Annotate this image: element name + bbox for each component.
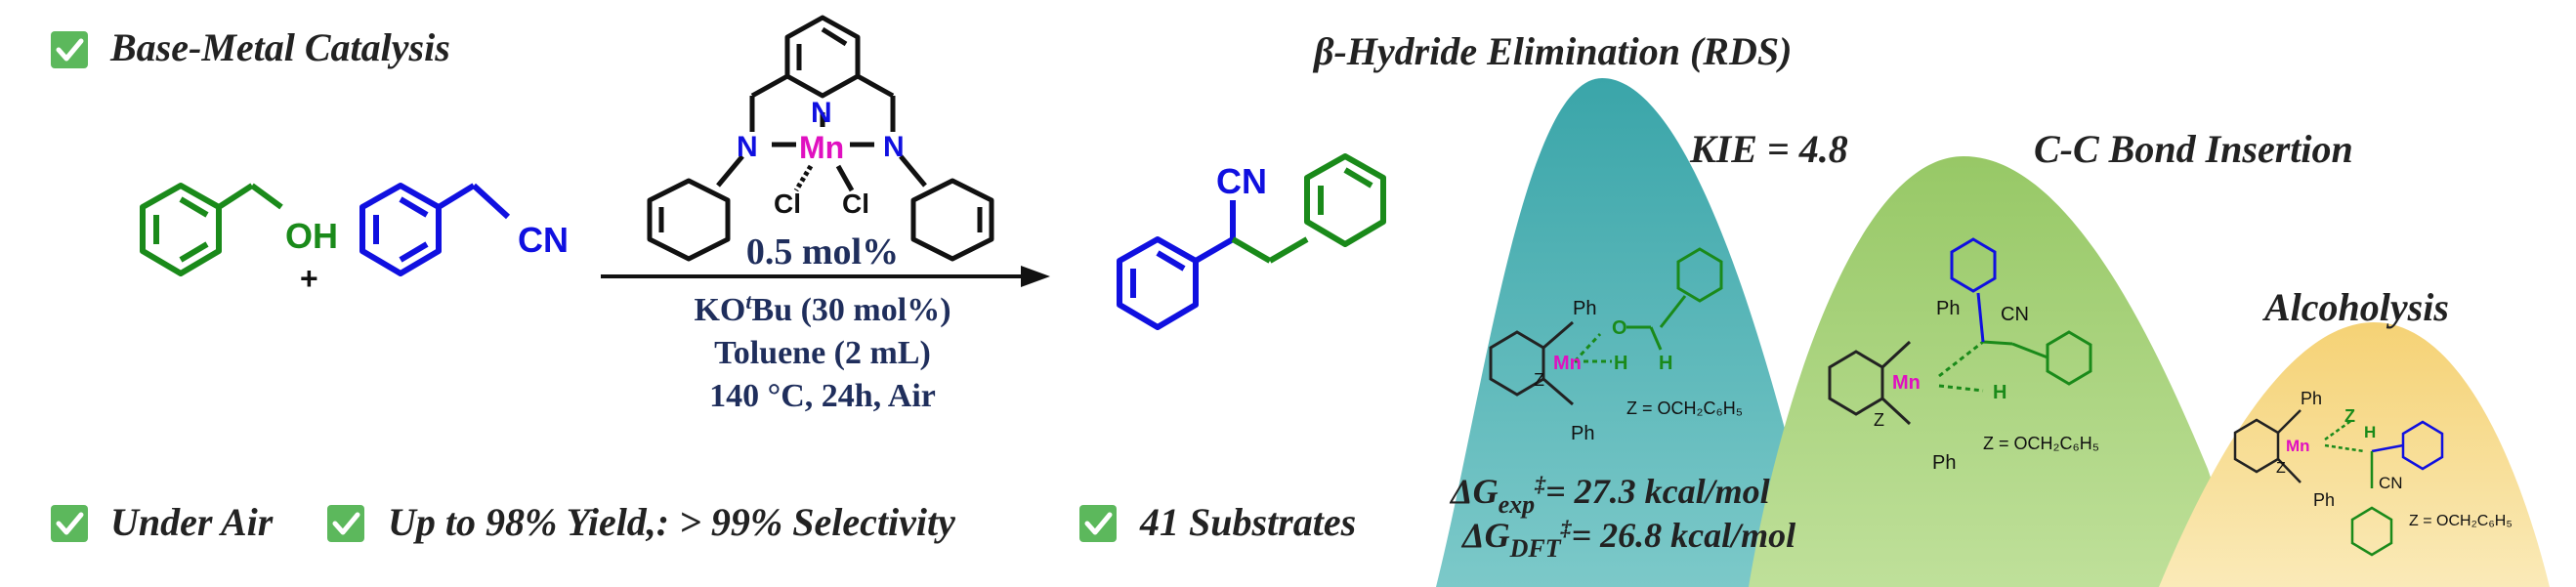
ts1-o: O	[1612, 317, 1627, 339]
check-icon	[51, 31, 88, 68]
catalyst-n-right: N	[883, 131, 905, 163]
barrier-beta-hydride	[1436, 78, 1856, 587]
step2-title: C-C Bond Insertion	[2034, 127, 2353, 171]
dg-dft: ΔGDFT‡= 26.8 kcal/mol	[1460, 516, 1795, 563]
ts3-h: H	[2364, 423, 2376, 441]
mn-catalyst: N N N Mn Cl Cl	[647, 15, 994, 262]
benzyl-alcohol: OH	[140, 183, 338, 276]
barrier-alcoholysis	[2159, 322, 2550, 587]
ts2-cn: CN	[2001, 304, 2029, 325]
product-cn-label: CN	[1216, 161, 1267, 201]
ts1-h1: H	[1614, 353, 1627, 374]
feature-under-air: Under Air	[51, 500, 274, 544]
catalyst-metal: Mn	[799, 130, 844, 165]
kie-value: KIE = 4.8	[1689, 127, 1848, 171]
energy-profile	[1436, 78, 2550, 587]
ts-alcoholysis: Ph Ph Mn Z H CN Z Z = OCH₂C₆H₅	[2233, 389, 2513, 557]
plus-sign: +	[300, 261, 318, 296]
check-icon	[327, 505, 364, 542]
barrier-cc-insertion	[1749, 156, 2266, 587]
ts1-z: Z	[1534, 370, 1544, 390]
ts2-mn: Mn	[1892, 372, 1921, 394]
ts2-h: H	[1993, 382, 2006, 403]
ts3-ph-top: Ph	[2301, 389, 2322, 408]
ts2-ph-top: Ph	[1936, 298, 1960, 319]
check-icon	[51, 505, 88, 542]
ts2-z-def: Z = OCH₂C₆H₅	[1983, 434, 2099, 453]
hydroxyl-label: OH	[285, 216, 338, 256]
catalyst-n-pyridine: N	[811, 97, 832, 129]
ts3-mn: Mn	[2286, 437, 2310, 455]
feature-label: 41 Substrates	[1139, 500, 1356, 544]
ts1-ph-bottom: Ph	[1571, 423, 1594, 444]
product: CN	[1117, 153, 1386, 330]
ts1-z-def: Z = OCH₂C₆H₅	[1626, 398, 1743, 418]
feature-label: Under Air	[110, 500, 274, 544]
ts3-z: Z	[2276, 460, 2286, 477]
catalyst-n-left: N	[737, 131, 758, 163]
feature-label: Base-Metal Catalysis	[109, 25, 450, 69]
ts-cc-insertion: Ph Ph Mn H CN Z Z = OCH₂C₆H₅	[1828, 237, 2099, 474]
check-icon	[1079, 505, 1117, 542]
benzyl-cyanide: CN	[359, 183, 569, 276]
ts1-ph-top: Ph	[1573, 298, 1596, 319]
catalyst-cl-2: Cl	[842, 189, 869, 219]
ts1-h2: H	[1659, 353, 1672, 374]
condition-base: KOtBu (30 mol%)	[694, 289, 950, 328]
step1-title: β-Hydride Elimination (RDS)	[1312, 29, 1792, 73]
ts3-z-top: Z	[2344, 406, 2355, 426]
catalyst-cl-1: Cl	[774, 189, 801, 219]
ts3-ph-bottom: Ph	[2313, 490, 2335, 510]
ts3-z-def: Z = OCH₂C₆H₅	[2409, 513, 2513, 529]
ts2-ph-bottom: Ph	[1932, 452, 1956, 474]
reaction-arrow	[601, 266, 1050, 287]
nitrile-label: CN	[518, 220, 569, 260]
ts3-cn: CN	[2379, 474, 2403, 492]
condition-temp-time: 140 °C, 24h, Air	[709, 378, 936, 414]
ts-beta-hydride: Ph Ph Mn O H H Z Z = OCH₂C₆H₅	[1489, 247, 1743, 444]
catalyst-loading: 0.5 mol%	[746, 231, 899, 273]
ts2-z: Z	[1874, 410, 1884, 430]
ts1-mn: Mn	[1553, 353, 1582, 374]
step3-title: Alcoholysis	[2261, 285, 2449, 329]
condition-solvent: Toluene (2 mL)	[714, 335, 931, 371]
feature-substrates: 41 Substrates	[1079, 500, 1356, 544]
feature-yield: Up to 98% Yield,: > 99% Selectivity	[327, 500, 955, 544]
dg-experimental: ΔGexp‡= 27.3 kcal/mol	[1449, 472, 1770, 519]
feature-base-metal: Base-Metal Catalysis	[51, 25, 450, 69]
feature-label: Up to 98% Yield,: > 99% Selectivity	[388, 500, 955, 544]
